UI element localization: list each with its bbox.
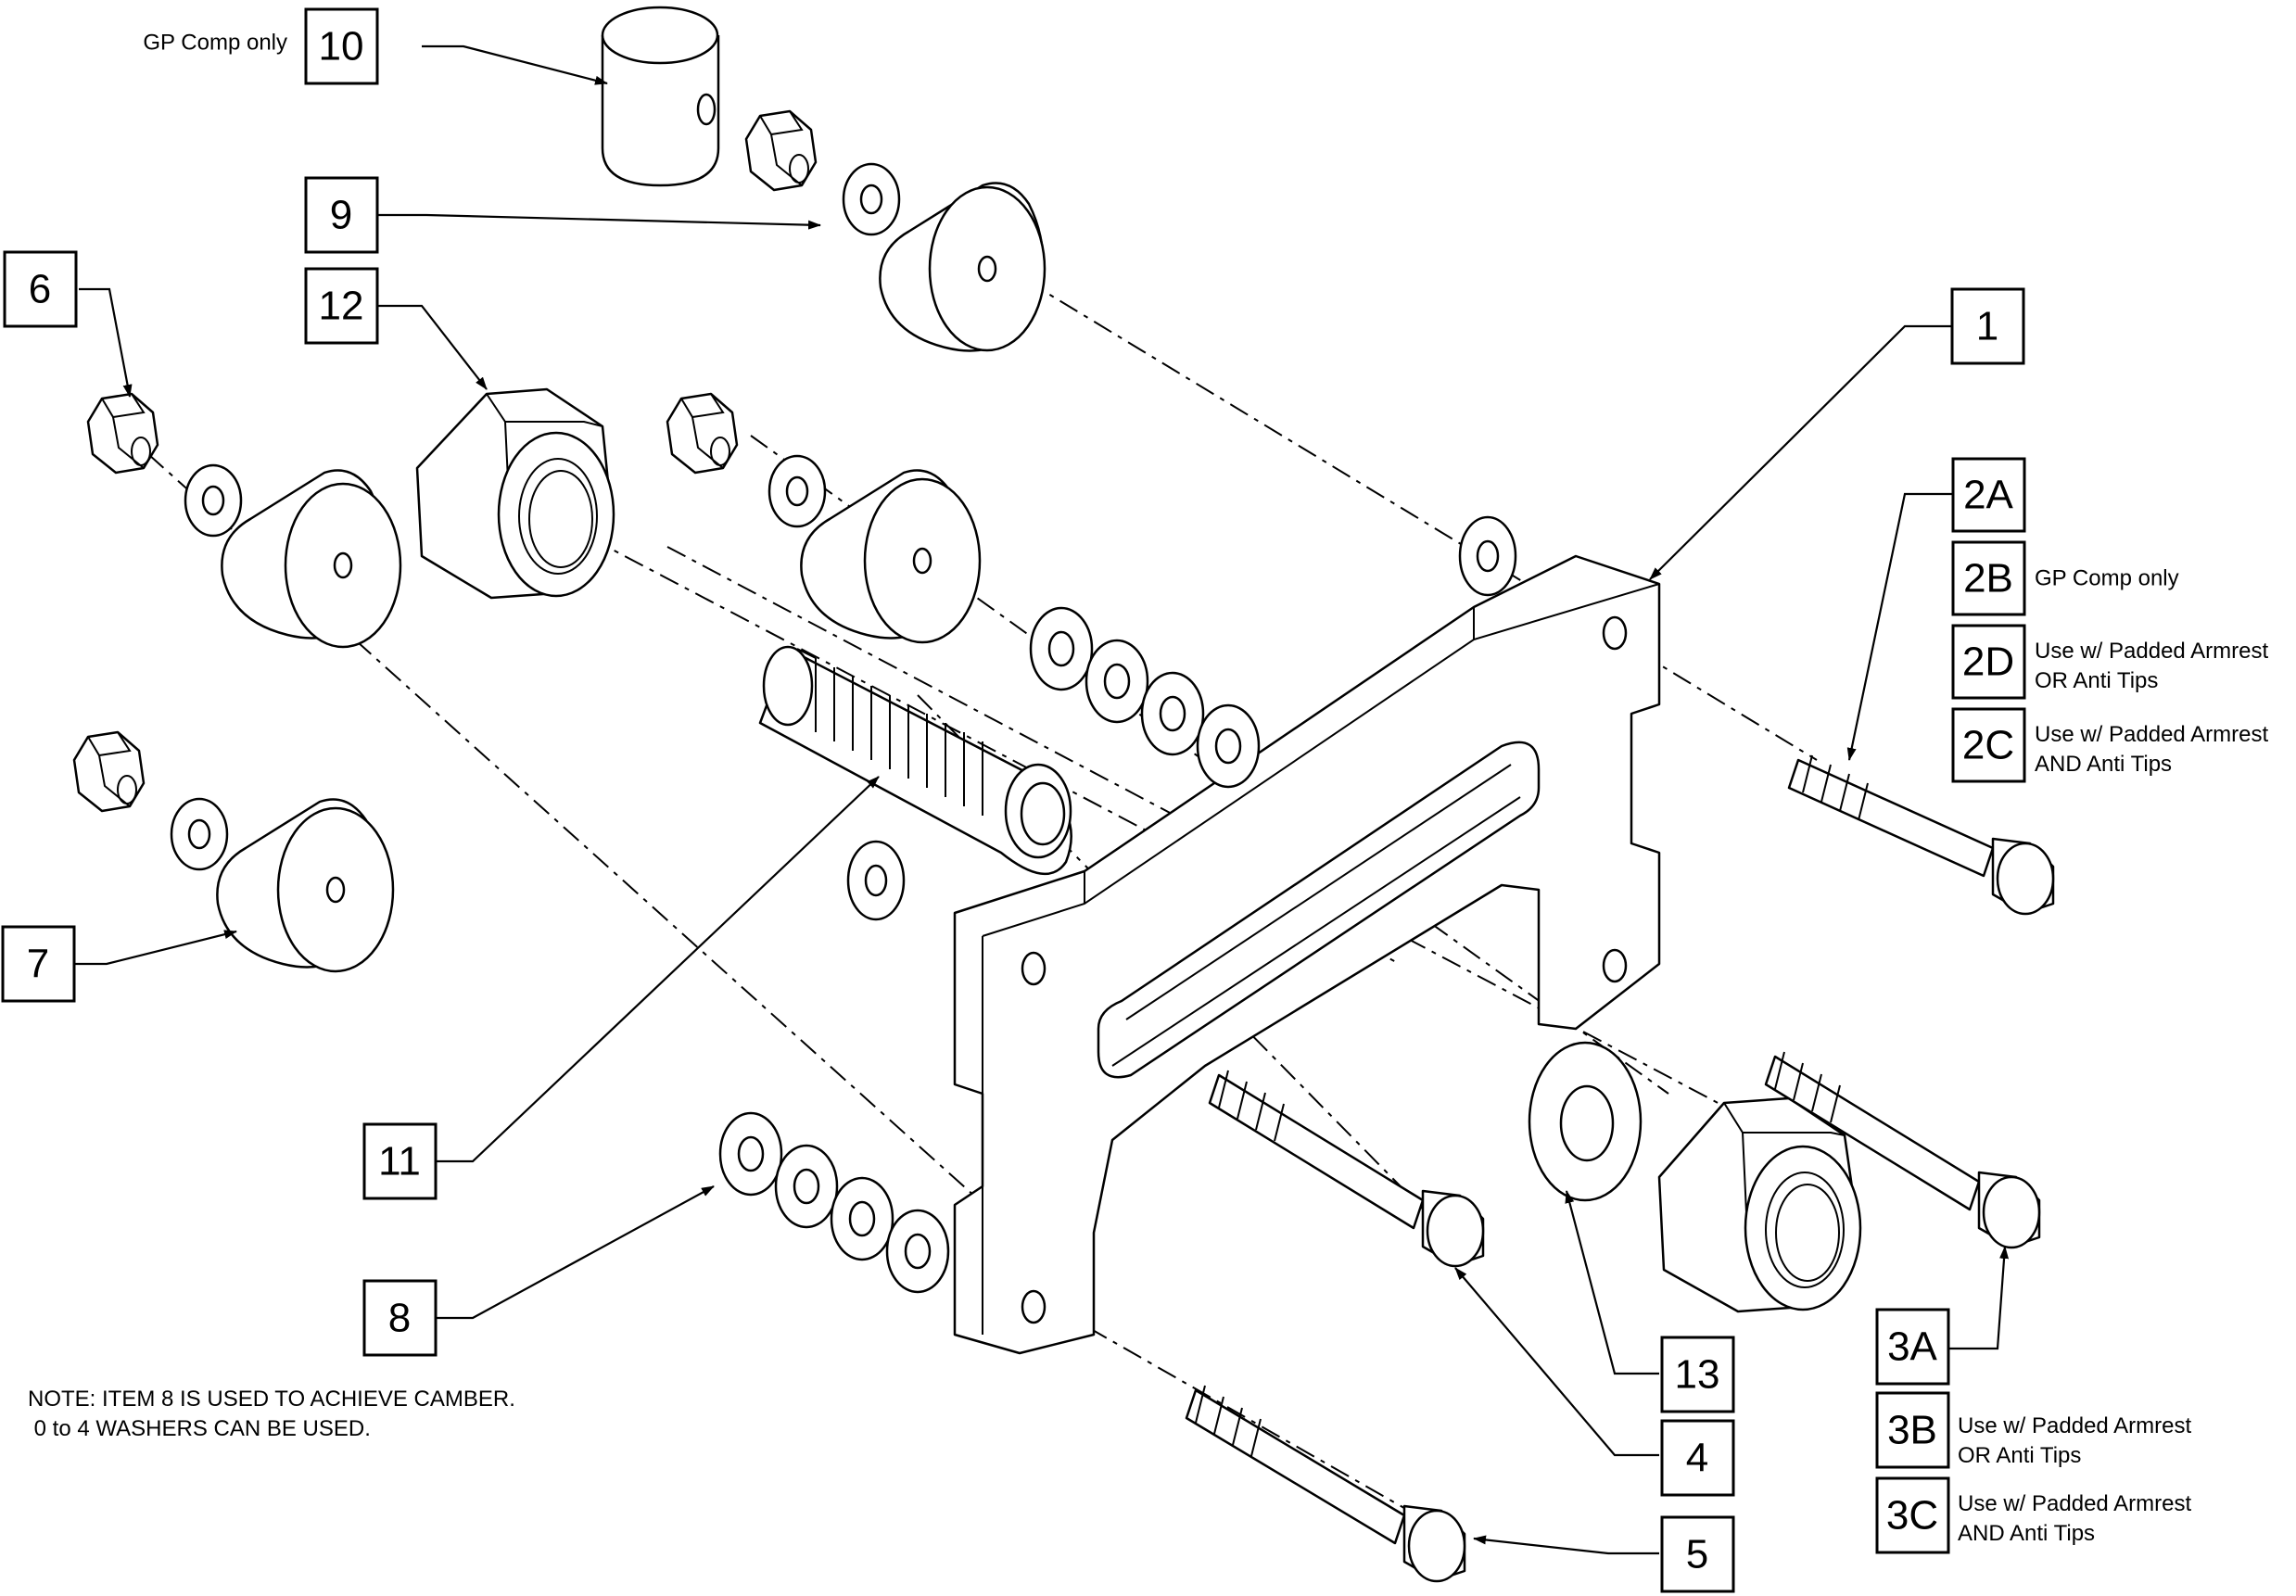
callout-5-label: 5: [1686, 1532, 1708, 1577]
axle-plate-bracket: [953, 554, 1661, 1355]
washer-center: [846, 840, 906, 921]
washer-9: [842, 162, 901, 236]
hex-nut-lower: [72, 730, 146, 813]
callout-11-label: 11: [378, 1139, 421, 1184]
washer-6: [184, 463, 243, 538]
small-washers: [170, 162, 1517, 921]
camber-washer-stack-upper: [1029, 606, 1261, 789]
callout-10-label: 10: [319, 24, 364, 70]
callout-2c: 2C: [1951, 707, 2026, 783]
callout-2a-label: 2A: [1963, 473, 2013, 518]
bolt-3a: [1764, 1051, 2041, 1249]
bolt-2a: [1787, 754, 2055, 916]
cam-eccentric-lower: [216, 798, 395, 973]
callout-2b-label: 2B: [1963, 556, 2013, 602]
callout-2c-label: 2C: [1962, 723, 2014, 768]
cylinder-spacer: [601, 6, 720, 187]
note-2d-line1: Use w/ Padded Armrest: [2035, 639, 2268, 664]
note-3b-line1: Use w/ Padded Armrest: [1958, 1413, 2191, 1438]
cam-eccentric-mid: [800, 469, 982, 644]
callout-4-label: 4: [1686, 1436, 1708, 1481]
large-hex-nut-bottom: [1657, 1096, 1862, 1313]
cam-eccentric-top: [879, 182, 1047, 352]
camber-washer-stack-lower: [718, 1111, 950, 1294]
hex-nut-mid: [666, 392, 739, 475]
callout-1: 1: [1950, 287, 2025, 365]
note-2c-line1: Use w/ Padded Armrest: [2035, 722, 2268, 747]
callout-6-label: 6: [29, 267, 51, 312]
bolt-5: [1185, 1385, 1466, 1583]
note-3c-line1: Use w/ Padded Armrest: [1958, 1491, 2191, 1516]
callout-12: 12: [304, 267, 379, 345]
large-hex-nut-top: [415, 387, 615, 600]
callout-2d: 2D: [1951, 624, 2026, 700]
callout-10: 10: [304, 7, 379, 85]
callout-3b-label: 3B: [1887, 1408, 1937, 1453]
callout-1-label: 1: [1976, 304, 1998, 349]
callout-2d-label: 2D: [1962, 640, 2014, 685]
callout-6: 6: [3, 250, 78, 328]
threaded-sleeve: [758, 645, 1072, 876]
note-2d-line2: OR Anti Tips: [2035, 668, 2158, 693]
callout-11: 11: [362, 1122, 438, 1200]
washer-mid: [767, 454, 827, 528]
note-gp-comp-10: GP Comp only: [143, 31, 287, 56]
camber-note-line1: NOTE: ITEM 8 IS USED TO ACHIEVE CAMBER.: [28, 1387, 515, 1412]
callout-3b: 3B: [1875, 1391, 1950, 1469]
callout-3c-label: 3C: [1886, 1493, 1938, 1539]
callout-3a-label: 3A: [1887, 1324, 1937, 1370]
callout-13: 13: [1660, 1336, 1735, 1413]
callout-9: 9: [304, 176, 379, 254]
callout-7-label: 7: [27, 942, 49, 987]
large-washer: [1528, 1041, 1643, 1202]
callout-9-label: 9: [330, 193, 352, 238]
callout-3a: 3A: [1875, 1308, 1950, 1386]
note-3c-line2: AND Anti Tips: [1958, 1521, 2095, 1546]
note-2c-line2: AND Anti Tips: [2035, 752, 2172, 777]
callout-8-label: 8: [388, 1296, 411, 1341]
hex-nut-top: [744, 109, 818, 192]
note-3b-line2: OR Anti Tips: [1958, 1443, 2081, 1468]
callout-8: 8: [362, 1279, 438, 1357]
callout-5: 5: [1660, 1515, 1735, 1593]
note-gp-comp-2b: GP Comp only: [2035, 566, 2179, 591]
washer-lower: [170, 797, 229, 871]
cam-eccentric-left: [221, 469, 402, 649]
callout-2b: 2B: [1951, 540, 2026, 616]
camber-note-line2: 0 to 4 WASHERS CAN BE USED.: [28, 1416, 371, 1441]
callout-7: 7: [1, 925, 76, 1003]
callout-2a: 2A: [1951, 457, 2026, 533]
callout-12-label: 12: [319, 284, 364, 329]
bolt-4: [1208, 1070, 1485, 1268]
hex-nut-left: [86, 392, 159, 475]
callout-4: 4: [1660, 1419, 1735, 1497]
callout-13-label: 13: [1675, 1352, 1720, 1398]
callout-3c: 3C: [1875, 1476, 1950, 1554]
washer-bracket-top: [1458, 515, 1517, 597]
